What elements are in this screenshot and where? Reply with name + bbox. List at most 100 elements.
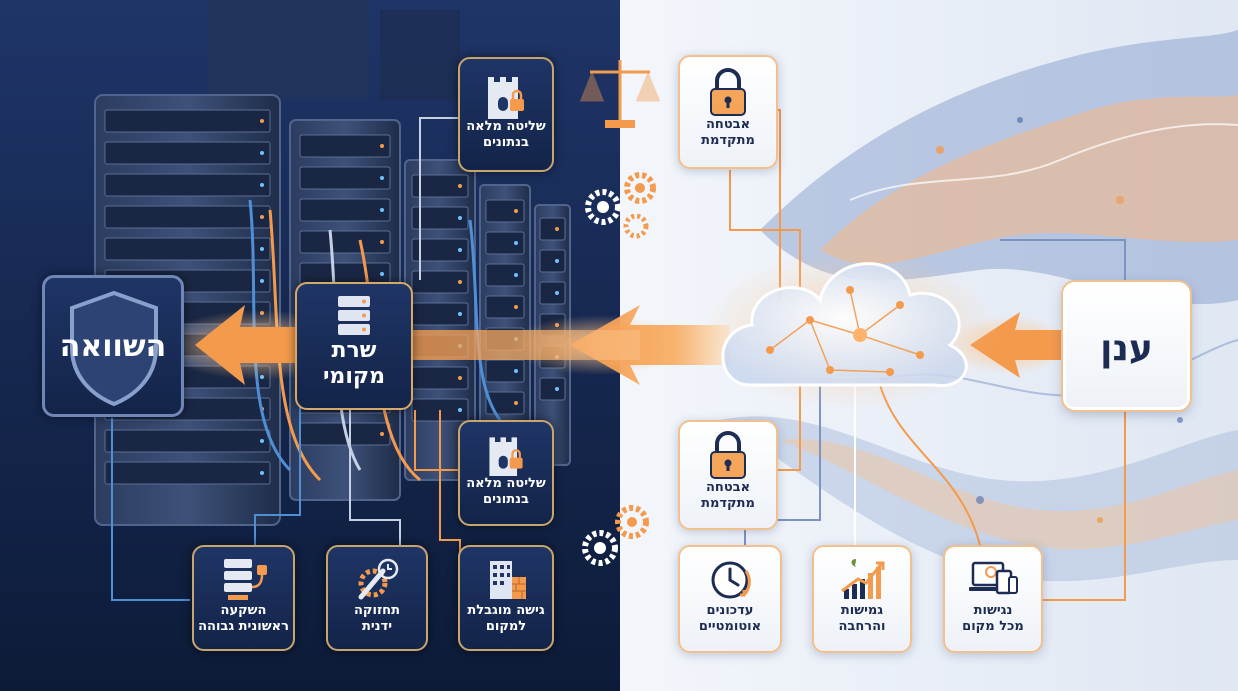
rack-led [380,272,384,276]
rack-led [260,183,264,187]
rack-unit [485,231,525,255]
cloud-feature-flexibility: גמישות והרחבה [812,545,912,653]
cloud-network-icon [700,250,1000,410]
rack-unit [539,249,566,273]
feature-label-line1: עדכונים [706,603,754,618]
onprem-feature-initial-investment: השקעה ראשונית גבוהה [192,545,295,651]
devices-icon [969,561,1018,595]
rack-unit [411,206,469,230]
rack-unit [485,263,525,287]
rack-unit [104,205,271,229]
rack-led [458,184,462,188]
rack-unit [411,238,469,262]
rack-unit [299,230,391,254]
padlock-icon [710,431,746,479]
feature-label-line1: אבטחה [705,480,751,495]
rack-unit [485,199,525,223]
rack-led [555,387,559,391]
rack-unit [485,391,525,415]
onprem-feature-data-control-top: שליטה מלאה בנתונים [458,57,554,172]
rack-unit [485,359,525,383]
feature-label-line1: אבטחה [705,117,751,132]
rack-unit [411,174,469,198]
rack-unit [299,166,391,190]
feature-label-line2: אוטומטיים [698,619,762,634]
rack-unit [104,109,271,133]
feature-label-line2: מכל מקום [962,619,1024,634]
rack-led [260,151,264,155]
cloud-box-title: ענן [1100,328,1153,369]
rack-unit [104,237,271,261]
rack-led [380,240,384,244]
rack-led [458,248,462,252]
padlock-icon [710,68,746,116]
rack-led [380,208,384,212]
shield-icon [70,290,158,407]
feature-label-line1: השקעה [220,603,267,618]
cloud-box: ענן [1063,282,1190,410]
flow-arrow-shaft [410,330,640,360]
clock-refresh-icon [711,561,751,599]
rack-led [514,241,518,245]
server-stack-icon [338,296,370,335]
rack-led [260,439,264,443]
rack-led [458,312,462,316]
feature-label-line1: תחזוקה [354,603,400,618]
rack-unit [539,377,566,401]
rack-led [260,279,264,283]
rack-led [514,273,518,277]
rack-led [260,119,264,123]
gears-icon-lower [582,505,649,566]
rack-led [514,401,518,405]
rack-led [514,305,518,309]
feature-label-line2: מתקדמת [701,133,755,148]
growth-chart-icon [841,559,885,599]
onprem-server-node: שרת מקומי [295,282,413,410]
feature-label-line1: נגישות [973,603,1013,618]
rack-unit [485,295,525,319]
rack-led [458,376,462,380]
rack-unit [539,217,566,241]
rack-unit [299,134,391,158]
feature-label-line2: ידנית [361,619,393,634]
rack-unit [104,461,271,485]
feature-label-line2: למקום [485,619,527,634]
cloud-feature-accessibility: נגישות מכל מקום [943,545,1043,653]
onprem-feature-data-control-bottom: שליטה מלאה בנתונים [458,420,554,526]
rack-led [458,280,462,284]
onprem-title-line2: מקומי [322,364,386,389]
rack-unit [104,173,271,197]
rack-led [555,259,559,263]
cloud-feature-security-top: אבטחה מתקדמת [678,55,778,169]
cloud-feature-security-bottom: אבטחה מתקדמת [678,420,778,530]
castle-lock-icon [488,77,524,119]
rack-led [260,215,264,219]
rack-led [260,247,264,251]
castle-lock-icon [489,437,523,476]
cloud-feature-auto-updates: עדכונים אוטומטיים [678,545,782,653]
balance-scale-icon [579,60,661,128]
rack-led [458,216,462,220]
compare-box: השוואה [42,275,184,417]
feature-label-line1: גישה מוגבלת [467,603,545,618]
feature-label-line2: מתקדמת [701,496,755,511]
wrench-gear-clock-icon [358,558,399,600]
rack-led [380,144,384,148]
rack-unit [299,198,391,222]
rack-led [514,369,518,373]
feature-label-line2: בנתונים [483,492,529,507]
gears-icon [585,172,656,239]
rack-led [555,227,559,231]
building-wall-icon [490,561,526,599]
onprem-feature-manual-maintenance: תחזוקה ידנית [326,545,428,651]
rack-unit [411,270,469,294]
rack-led [380,176,384,180]
rack-unit [104,141,271,165]
rack-unit [539,281,566,305]
rack-led [458,408,462,412]
compare-title: השוואה [59,329,167,364]
rack-unit [104,429,271,453]
rack-led [514,209,518,213]
